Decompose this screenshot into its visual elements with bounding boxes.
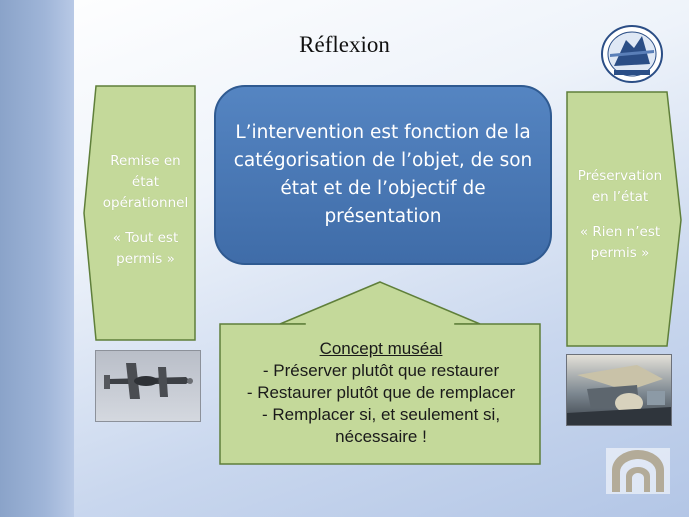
airplane-photo bbox=[95, 350, 201, 422]
slide-title: Réflexion bbox=[299, 32, 390, 57]
center-line: catégorisation de l’objet, de son bbox=[233, 150, 533, 171]
concept-line: - Préserver plutôt que restaurer bbox=[262, 361, 500, 380]
concept-text: Concept muséal - Préserver plutôt que re… bbox=[222, 338, 540, 448]
center-line: état et de l’objectif de bbox=[280, 178, 486, 199]
left-arrow-shape bbox=[83, 85, 196, 341]
concept-line: - Restaurer plutôt que de remplacer bbox=[246, 383, 516, 402]
left-arrow-quote: permis » bbox=[116, 251, 175, 267]
center-line: présentation bbox=[324, 206, 442, 227]
restoration-photo bbox=[566, 354, 672, 426]
concept-line: nécessaire ! bbox=[335, 427, 427, 446]
right-arrow-quote: « Rien n’est bbox=[579, 224, 661, 240]
right-arrow-quote: permis » bbox=[590, 245, 650, 261]
center-box-text: L’intervention est fonction de la catégo… bbox=[215, 119, 551, 231]
left-arrow-quote: « Tout est bbox=[112, 230, 179, 246]
museum-logo bbox=[600, 24, 664, 84]
right-arrow-shape bbox=[566, 91, 682, 347]
right-arrow-line: Préservation bbox=[577, 168, 663, 184]
museum-emblem bbox=[606, 448, 670, 494]
center-line: L’intervention est fonction de la bbox=[235, 122, 531, 143]
concept-line: - Remplacer si, et seulement si, bbox=[261, 405, 501, 424]
concept-box bbox=[219, 323, 541, 465]
center-box bbox=[214, 85, 552, 265]
right-arrow-line: en l’état bbox=[591, 189, 649, 205]
left-decorative-band bbox=[0, 0, 74, 517]
concept-title: Concept muséal bbox=[319, 339, 443, 358]
left-arrow-line: Remise en bbox=[110, 153, 181, 169]
left-arrow-text: Remise en état opérationnel « Tout est p… bbox=[96, 151, 195, 270]
right-arrow-text: Préservation en l’état « Rien n’est perm… bbox=[567, 166, 673, 264]
left-arrow-line: opérationnel bbox=[102, 195, 189, 211]
left-arrow-line: état bbox=[131, 174, 160, 190]
